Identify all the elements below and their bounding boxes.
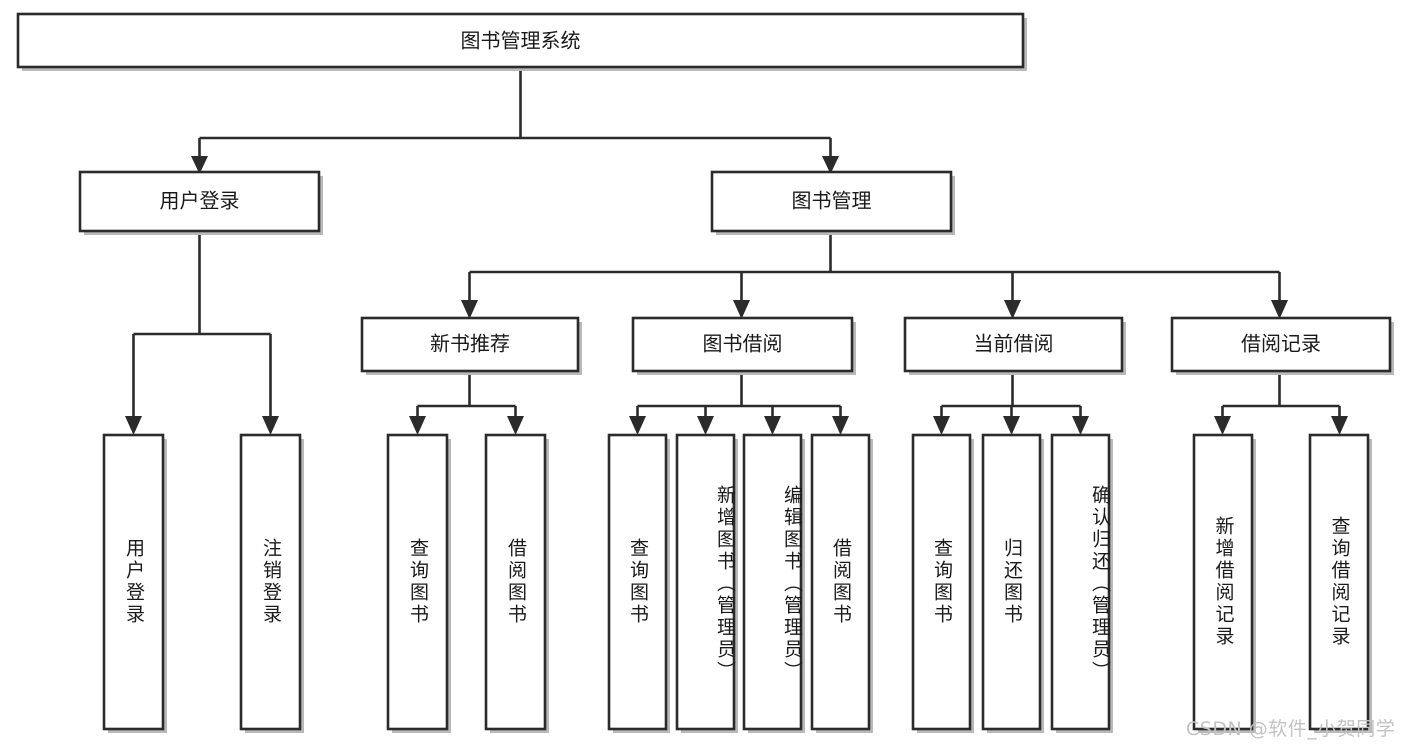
node-user-login-label: 用户登录: [160, 189, 240, 213]
arrow-nb-1: [409, 416, 426, 435]
leaf-borrow-edit-box[interactable]: [742, 433, 803, 731]
arrow-bb-2: [697, 416, 714, 435]
node-current-borrow-label: 当前借阅: [974, 332, 1054, 356]
arrow-ul-1: [125, 416, 142, 435]
arrow-bb-4: [832, 416, 849, 435]
node-book-manage-label: 图书管理: [792, 189, 872, 213]
arrow-user-login: [191, 156, 208, 174]
arrow-bb-1: [629, 416, 646, 435]
connector-layer: [125, 67, 1348, 435]
node-borrow-records-box[interactable]: [1170, 316, 1392, 373]
arrow-cb-3: [1072, 416, 1089, 435]
leaf-record-query-box[interactable]: [1308, 433, 1370, 731]
node-new-book-label: 新书推荐: [430, 332, 510, 356]
arrow-cb-1: [933, 416, 950, 435]
leaf-current-return-box[interactable]: [981, 433, 1042, 731]
node-layer: 图书管理系统 用户登录 图书管理 新书推荐 图书借阅 当前借阅 借阅记录: [16, 12, 1394, 733]
arrow-ul-2: [262, 416, 279, 435]
node-new-book-box[interactable]: [360, 316, 580, 373]
node-user-login-box[interactable]: [78, 170, 321, 233]
leaf-newbook-query-box[interactable]: [386, 433, 449, 731]
arrow-book-manage: [822, 156, 839, 174]
leaf-borrow-lend-box[interactable]: [810, 433, 871, 731]
node-book-borrow-label: 图书借阅: [703, 332, 783, 356]
leaf-current-query-box[interactable]: [911, 433, 972, 731]
arrow-bm-4: [1271, 300, 1288, 319]
node-current-borrow-box[interactable]: [903, 316, 1124, 373]
arrow-cb-2: [1003, 416, 1020, 435]
node-book-borrow-box[interactable]: [631, 316, 854, 373]
leaf-user-login-box[interactable]: [102, 433, 165, 731]
leaf-current-confirm-box[interactable]: [1050, 433, 1111, 731]
leaf-record-add-box[interactable]: [1192, 433, 1254, 731]
node-book-manage-box[interactable]: [710, 170, 953, 233]
arrow-bm-3: [1004, 300, 1021, 319]
node-root-box[interactable]: [16, 12, 1025, 69]
leaf-newbook-borrow-box[interactable]: [484, 433, 547, 731]
leaf-borrow-add-box[interactable]: [675, 433, 736, 731]
arrow-bm-2: [733, 300, 750, 319]
arrow-nb-2: [507, 416, 524, 435]
arrow-bb-3: [764, 416, 781, 435]
watermark-text: CSDN @软件_小贺同学: [1186, 718, 1396, 740]
leaf-borrow-query-box[interactable]: [607, 433, 668, 731]
leaf-logout-box[interactable]: [239, 433, 302, 731]
node-borrow-records-label: 借阅记录: [1241, 332, 1321, 356]
arrow-br-2: [1331, 416, 1348, 435]
node-root-label: 图书管理系统: [461, 29, 581, 53]
arrow-br-1: [1214, 416, 1231, 435]
arrow-bm-1: [461, 300, 478, 319]
